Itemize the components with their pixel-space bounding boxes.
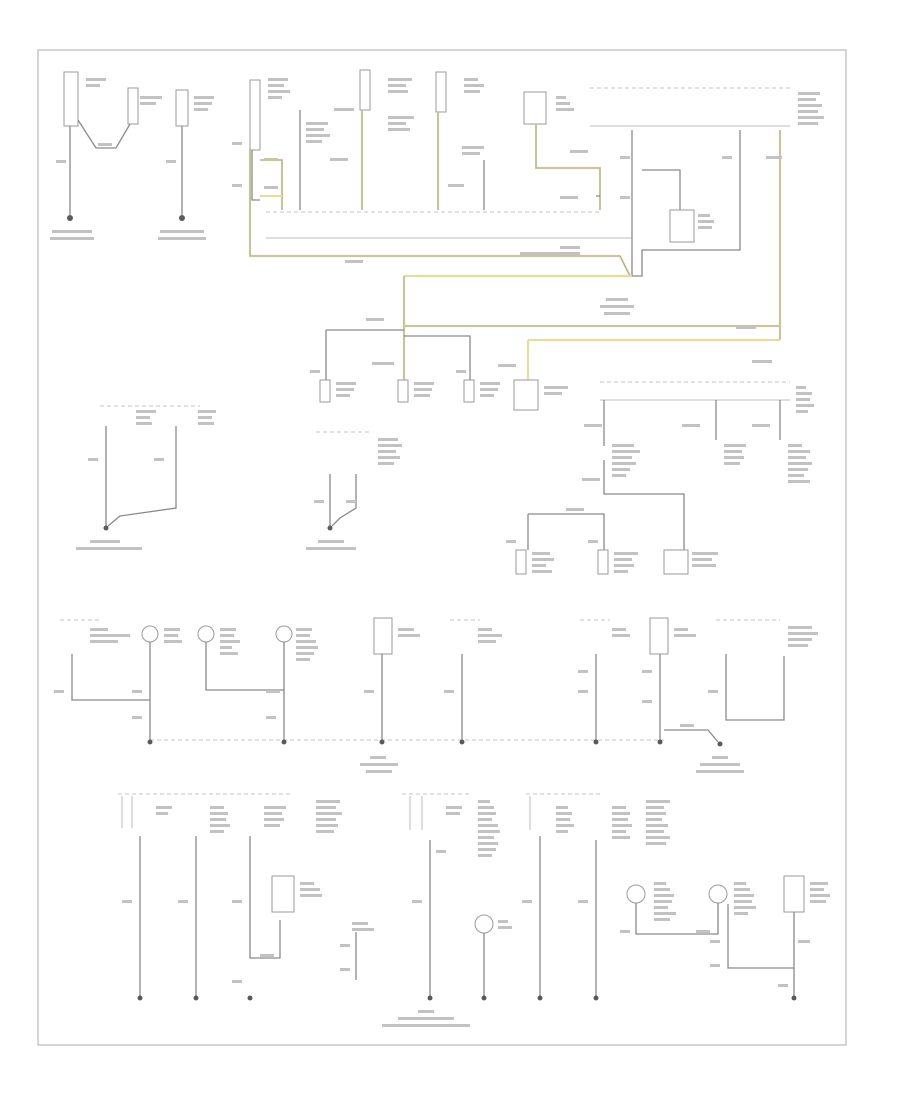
battery-ground-circuit — [50, 71, 162, 240]
ground-bus-g4 — [522, 793, 830, 1001]
switch-branch-circuit — [506, 381, 814, 575]
headlight-circuit-block — [232, 69, 632, 277]
ground-bus-g3 — [340, 793, 512, 1027]
power-distribution-circuit — [310, 274, 780, 411]
engine-ground-circuit — [158, 89, 214, 240]
ground-bus-g1 — [54, 617, 818, 773]
diagram-frame — [37, 49, 847, 1046]
ground-bus-g2 — [118, 793, 342, 1001]
fuse-block-circuit — [523, 87, 824, 340]
relay-switch-circuit — [306, 431, 402, 550]
door-switch-circuit — [76, 405, 216, 550]
